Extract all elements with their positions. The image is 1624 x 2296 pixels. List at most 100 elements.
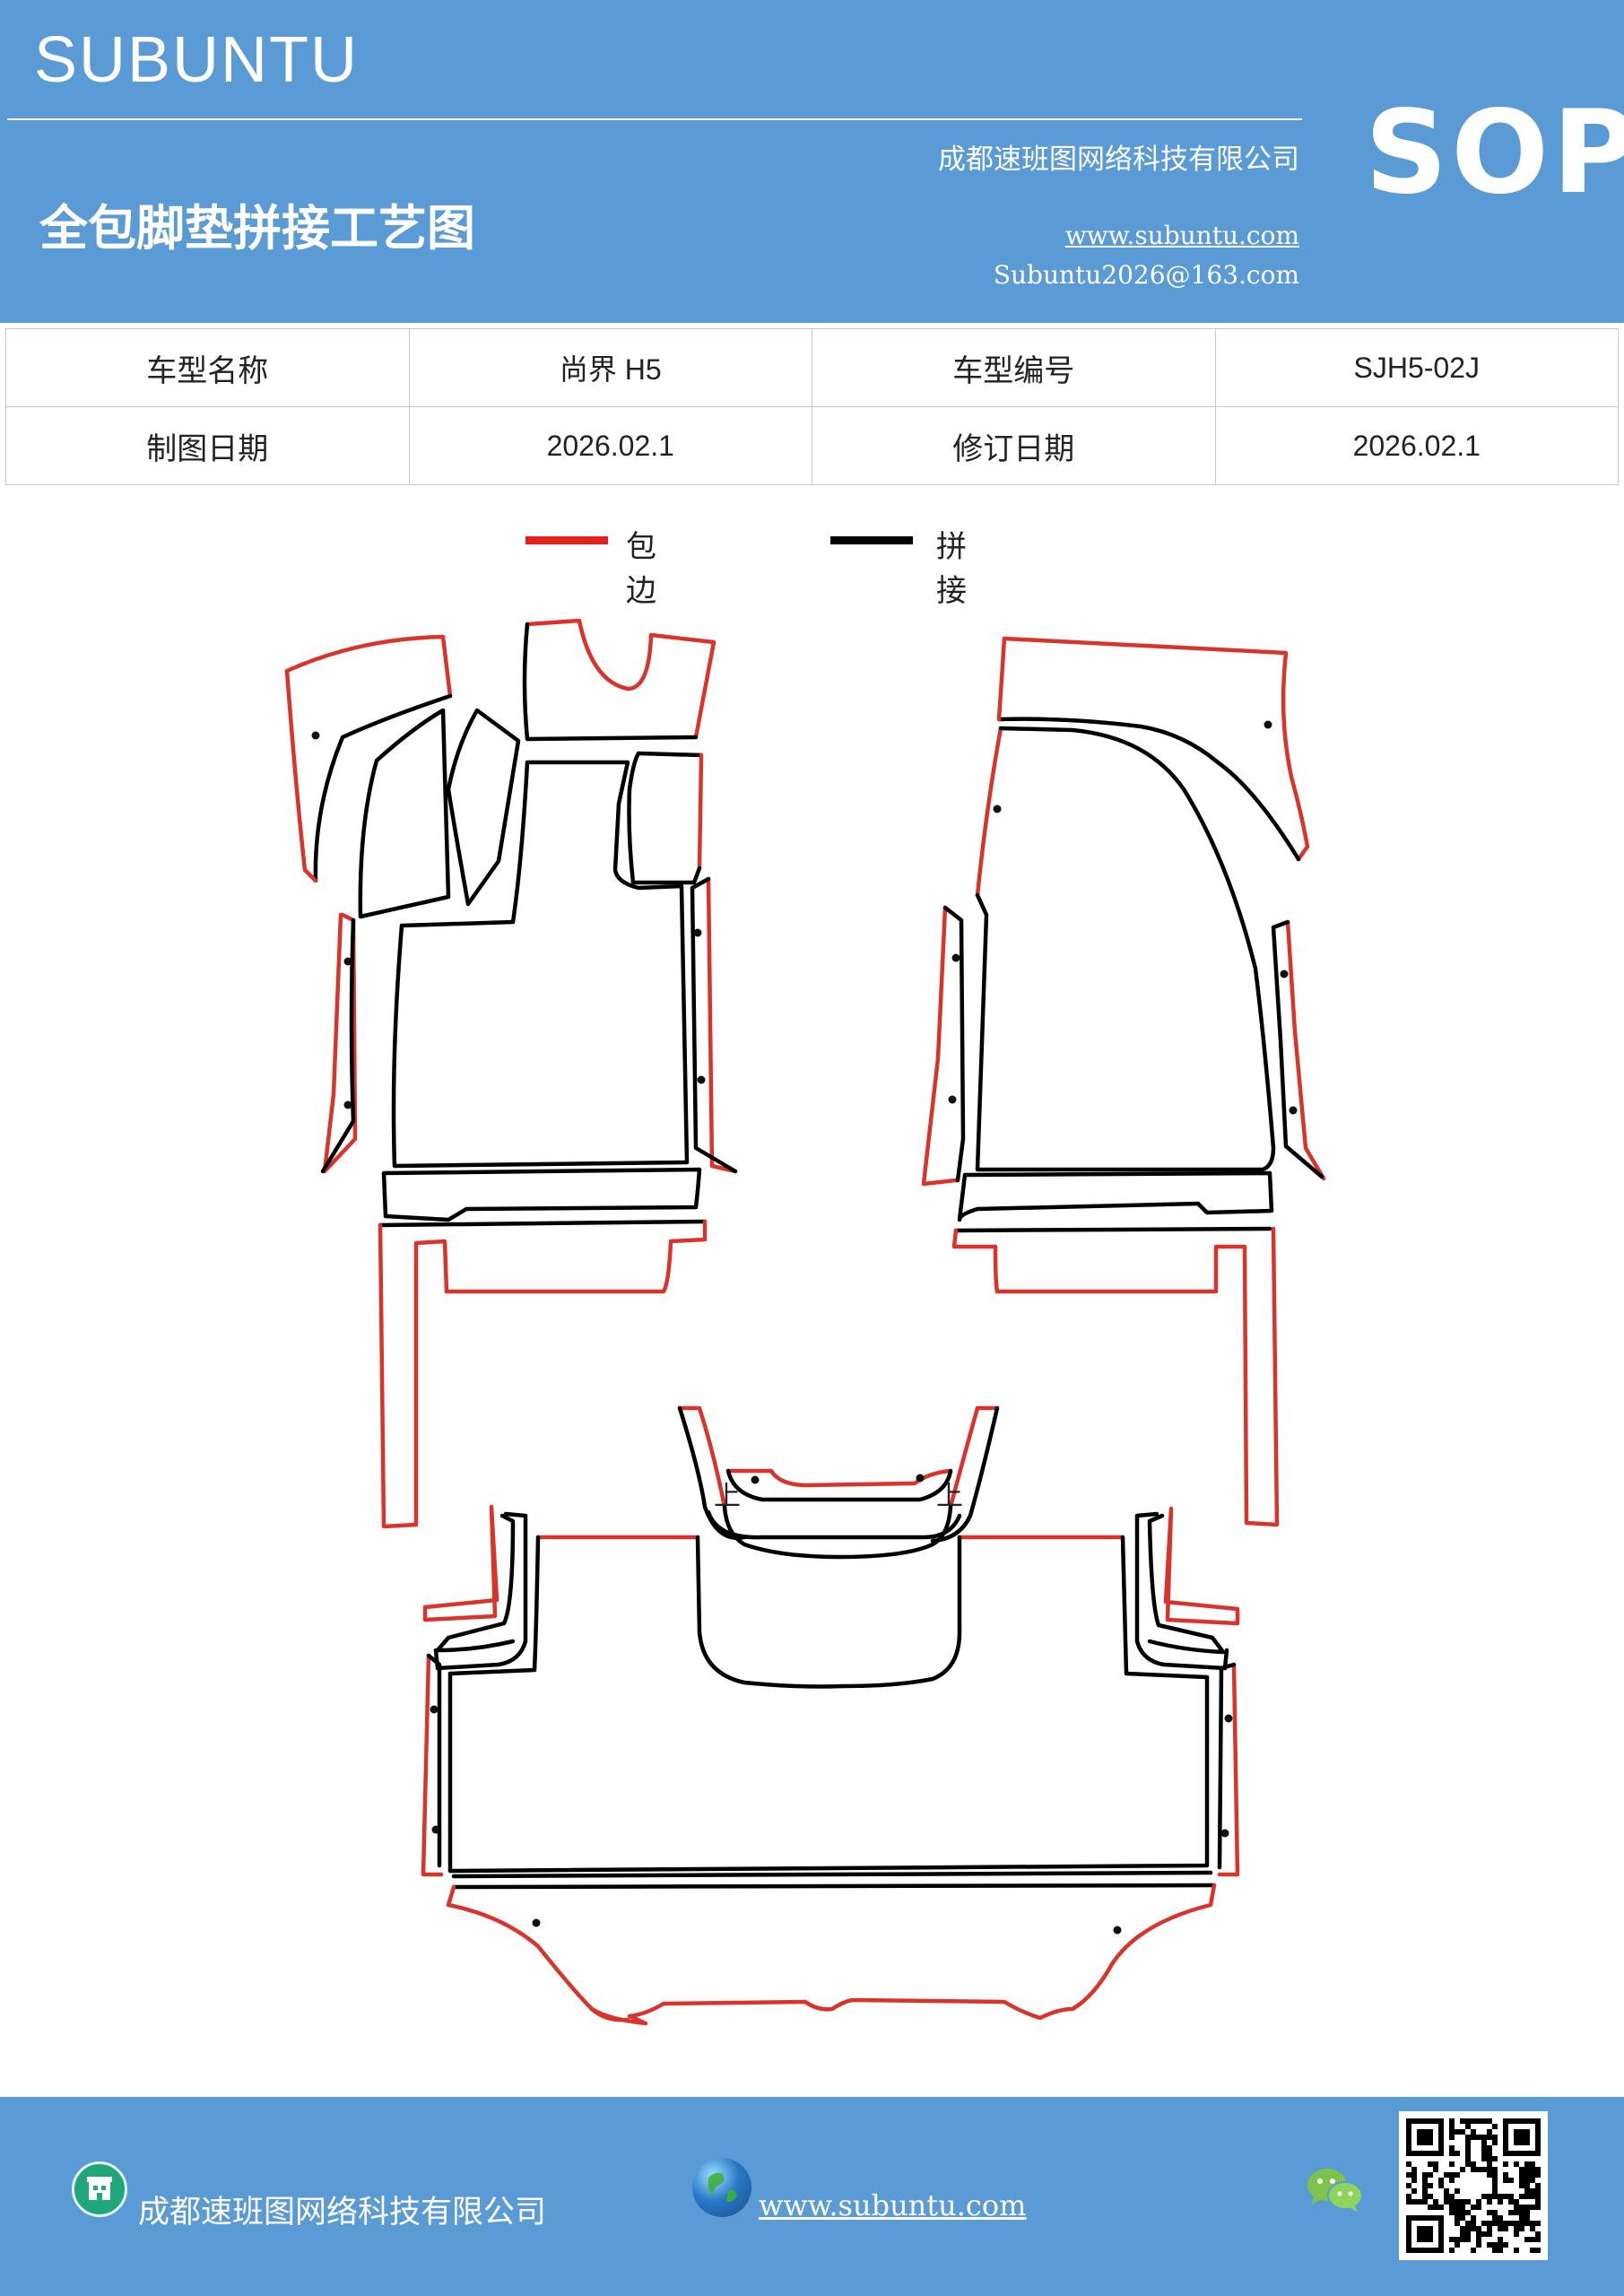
snap-button-dot — [1113, 1926, 1122, 1935]
header-company: 成都速班图网络科技有限公司 — [938, 144, 1299, 176]
seam-outline — [1147, 1513, 1226, 1655]
edge-outline — [1285, 919, 1326, 1181]
seam-outline — [447, 1535, 1210, 1874]
part-mark-right: 上 — [936, 1481, 963, 1512]
legend-label-seam: 拼接 — [936, 529, 967, 609]
building-icon — [72, 2161, 127, 2217]
model-name-label: 车型名称 — [5, 328, 410, 407]
seam-outline — [1271, 919, 1324, 1179]
seam-outline — [426, 1653, 442, 1868]
page-title: 全包脚垫拼接工艺图 — [39, 200, 475, 257]
snap-button-dot — [697, 1075, 706, 1084]
legend-swatch-seam — [830, 536, 913, 544]
snap-button-dot — [311, 731, 320, 740]
snap-button-dot — [993, 804, 1002, 813]
snap-button-dot — [532, 1918, 541, 1927]
snap-button-dot — [1280, 970, 1289, 978]
seam-outline — [391, 760, 690, 1169]
snap-button-dot — [430, 1705, 439, 1714]
edge-outline — [921, 905, 959, 1187]
snap-button-dot — [751, 1475, 760, 1484]
edge-outline — [706, 876, 738, 1174]
globe-icon — [692, 2158, 751, 2217]
snap-button-dot — [343, 1100, 352, 1109]
model-code-label: 车型编号 — [812, 328, 1216, 407]
snap-button-dot — [951, 953, 960, 962]
qr-code-pattern — [1406, 2118, 1541, 2253]
seam-outline — [378, 1219, 708, 1228]
header-email: Subuntu2026@163.com — [993, 260, 1299, 290]
table-row: 制图日期 2026.02.1 修订日期 2026.02.1 — [5, 406, 1619, 485]
seam-outline — [313, 693, 453, 883]
seam-outline — [320, 918, 356, 1174]
header-website-link[interactable]: www.subuntu.com — [1064, 221, 1299, 250]
edge-outline — [284, 668, 318, 883]
seam-outline — [1134, 1511, 1229, 1671]
edge-outline — [996, 636, 1007, 722]
snap-button-dot — [916, 1474, 925, 1483]
front-left-mat-group — [284, 618, 738, 1529]
snap-button-dot — [1220, 1829, 1229, 1838]
model-name-value: 尚界 H5 — [408, 328, 812, 407]
edge-outline — [677, 1405, 727, 1509]
edge-outline — [421, 1653, 444, 1877]
edge-outline — [948, 1405, 1000, 1509]
table-row: 车型名称 尚界 H5 车型编号 SJH5-02J — [5, 328, 1619, 407]
vehicle-info-table: 车型名称 尚界 H5 车型编号 SJH5-02J 制图日期 2026.02.1 … — [5, 328, 1619, 485]
edge-outline — [589, 2006, 630, 2022]
seam-outline — [677, 1405, 747, 1541]
seam-outline — [996, 717, 1301, 862]
seam-outline — [451, 1870, 1213, 1879]
seam-outline — [690, 876, 738, 1174]
seam-outline — [725, 1468, 953, 1502]
floor-mat-drawing: 上 上 — [284, 618, 1326, 2026]
edge-outline — [378, 1219, 708, 1529]
edge-outline — [446, 1883, 1217, 2026]
model-code-value: SJH5-02J — [1214, 328, 1619, 407]
seam-outline — [358, 708, 451, 919]
seam-outline — [446, 708, 521, 907]
brand-name: SUBUNTU — [34, 24, 360, 96]
qr-code[interactable] — [1399, 2111, 1548, 2260]
wechat-icon — [1302, 2163, 1367, 2217]
seam-outline — [381, 1167, 702, 1222]
snap-button-dot — [1264, 720, 1272, 729]
edge-outline — [1163, 1506, 1240, 1626]
edge-outline — [725, 1468, 953, 1488]
header-band — [0, 0, 1624, 323]
snap-button-dot — [1224, 1714, 1233, 1723]
front-right-mat-group — [921, 636, 1326, 1527]
rear-mat-group: 上 上 — [421, 1405, 1240, 2026]
seam-outline — [451, 1883, 1217, 1890]
drawing-date-value: 2026.02.1 — [408, 406, 812, 485]
footer-website-link[interactable]: www.subuntu.com — [759, 2188, 1027, 2222]
seam-outline — [706, 1509, 962, 1540]
seam-outline — [953, 1226, 1272, 1233]
snap-button-dot — [948, 1095, 957, 1104]
edge-outline — [697, 752, 704, 871]
seam-outline — [930, 1405, 1000, 1544]
drawing-date-label: 制图日期 — [5, 406, 410, 485]
seam-outline — [636, 751, 704, 758]
edge-outline — [422, 1504, 499, 1622]
revision-date-label: 修订日期 — [812, 406, 1216, 485]
snap-button-dot — [1289, 1106, 1298, 1115]
snap-button-dot — [693, 928, 702, 937]
seam-outline — [435, 1513, 516, 1653]
seam-outline — [433, 1511, 528, 1671]
edge-outline — [975, 726, 1003, 898]
seam-outline — [722, 1504, 953, 1560]
seam-outline — [1217, 1662, 1237, 1870]
edge-outline — [951, 1226, 1280, 1527]
legend-swatch-edge — [525, 536, 608, 544]
seam-outline — [695, 1535, 962, 1689]
seam-outline — [957, 1170, 1274, 1222]
footer-company: 成都速班图网络科技有限公司 — [138, 2195, 547, 2231]
edge-outline — [525, 618, 716, 740]
header-divider — [7, 118, 1302, 120]
revision-date-value: 2026.02.1 — [1214, 406, 1619, 485]
seam-outline — [975, 726, 1276, 1172]
seam-outline — [522, 622, 699, 742]
seam-outline — [627, 751, 702, 885]
part-mark-left: 上 — [714, 1481, 741, 1512]
